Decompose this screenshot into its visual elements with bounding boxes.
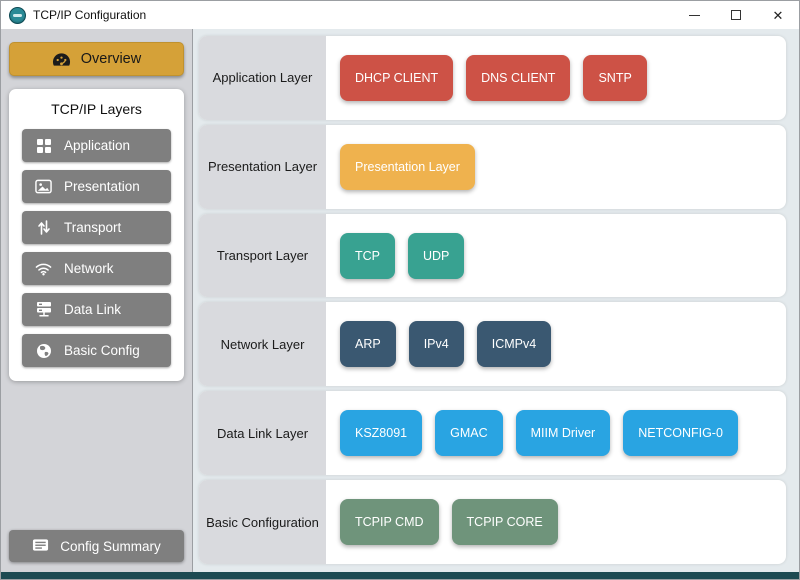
- row-label: Application Layer: [199, 36, 326, 120]
- bottom-accent-bar: [1, 572, 799, 579]
- list-icon: [32, 538, 49, 555]
- minimize-icon: [688, 14, 700, 16]
- overview-label: Overview: [80, 51, 142, 67]
- minimize-button[interactable]: [673, 1, 715, 29]
- maximize-button[interactable]: [715, 1, 757, 29]
- module-button-ksz8091[interactable]: KSZ8091: [340, 410, 423, 457]
- gauge-icon: [52, 52, 71, 67]
- sidebar-item-basic-config[interactable]: Basic Config: [22, 334, 171, 367]
- row-chip-list: DHCP CLIENT DNS CLIENT SNTP: [326, 36, 786, 120]
- layer-row-transport-layer: Transport Layer TCP UDP: [199, 213, 786, 298]
- wifi-icon: [35, 260, 52, 277]
- layer-rows-area: Application Layer DHCP CLIENT DNS CLIENT SN…: [192, 29, 799, 572]
- image-icon: [35, 178, 52, 195]
- module-button-miim-driver[interactable]: MIIM Driver: [515, 410, 611, 457]
- module-button-dns-client[interactable]: DNS CLIENT: [466, 54, 571, 101]
- grid-icon: [35, 137, 52, 154]
- row-label: Basic Configuration: [199, 480, 326, 564]
- sidebar-item-label: Data Link: [64, 302, 122, 317]
- module-button-gmac[interactable]: GMAC: [435, 410, 503, 457]
- module-button-netconfig-0[interactable]: NETCONFIG-0: [623, 410, 738, 457]
- row-chip-list: TCPIP CMD TCPIP CORE: [326, 480, 786, 564]
- layers-panel-title: TCP/IP Layers: [51, 101, 142, 117]
- module-button-presentation-layer[interactable]: Presentation Layer: [340, 143, 475, 190]
- globe-icon: [35, 342, 52, 359]
- module-button-icmpv4[interactable]: ICMPv4: [476, 321, 552, 368]
- module-button-arp[interactable]: ARP: [340, 321, 396, 368]
- sidebar-item-label: Basic Config: [64, 343, 140, 358]
- arrows-up-down-icon: [35, 219, 52, 236]
- layer-row-application-layer: Application Layer DHCP CLIENT DNS CLIENT SN…: [199, 36, 786, 120]
- sidebar-item-label: Transport: [64, 220, 122, 235]
- module-button-tcpip-core[interactable]: TCPIP CORE: [451, 499, 558, 546]
- overview-button[interactable]: Overview: [9, 42, 184, 76]
- layer-row-presentation-layer: Presentation Layer Presentation Layer: [199, 124, 786, 209]
- sidebar-item-label: Application: [64, 138, 131, 153]
- window-title: TCP/IP Configuration: [33, 8, 147, 22]
- module-button-sntp[interactable]: SNTP: [583, 54, 647, 101]
- config-summary-button[interactable]: Config Summary: [9, 530, 184, 562]
- layer-row-network-layer: Network Layer ARP IPv4 ICMPv4: [199, 302, 786, 387]
- module-button-tcp[interactable]: TCP: [340, 232, 395, 279]
- sidebar-item-transport[interactable]: Transport: [22, 211, 171, 244]
- server-icon: [35, 301, 52, 318]
- config-summary-label: Config Summary: [60, 538, 161, 554]
- row-chip-list: TCP UDP: [326, 214, 786, 298]
- row-label: Transport Layer: [199, 213, 326, 298]
- app-logo-icon: [9, 6, 26, 24]
- module-button-ipv4[interactable]: IPv4: [408, 321, 464, 368]
- row-label: Presentation Layer: [199, 124, 326, 209]
- row-chip-list: KSZ8091 GMAC MIIM Driver NETCONFIG-0: [326, 391, 786, 475]
- layer-row-basic-configuration: Basic Configuration TCPIP CMD TCPIP CORE: [199, 480, 786, 564]
- module-button-udp[interactable]: UDP: [408, 232, 465, 279]
- row-chip-list: ARP IPv4 ICMPv4: [326, 302, 786, 386]
- sidebar-item-data-link[interactable]: Data Link: [22, 293, 171, 326]
- close-button[interactable]: ✕: [757, 1, 799, 29]
- module-button-dhcp-client[interactable]: DHCP CLIENT: [340, 54, 454, 101]
- row-label: Network Layer: [199, 302, 326, 387]
- sidebar-item-label: Network: [64, 261, 114, 276]
- layer-row-data-link-layer: Data Link Layer KSZ8091 GMAC MIIM Driver NET…: [199, 391, 786, 476]
- maximize-icon: [731, 10, 741, 20]
- close-icon: ✕: [772, 7, 784, 23]
- module-button-tcpip-cmd[interactable]: TCPIP CMD: [340, 499, 439, 546]
- row-label: Data Link Layer: [199, 391, 326, 476]
- sidebar-item-presentation[interactable]: Presentation: [22, 170, 171, 203]
- sidebar-item-label: Presentation: [64, 179, 140, 194]
- row-chip-list: Presentation Layer: [326, 125, 786, 209]
- title-bar: TCP/IP Configuration ✕: [1, 1, 799, 29]
- sidebar-item-network[interactable]: Network: [22, 252, 171, 285]
- sidebar-item-application[interactable]: Application: [22, 129, 171, 162]
